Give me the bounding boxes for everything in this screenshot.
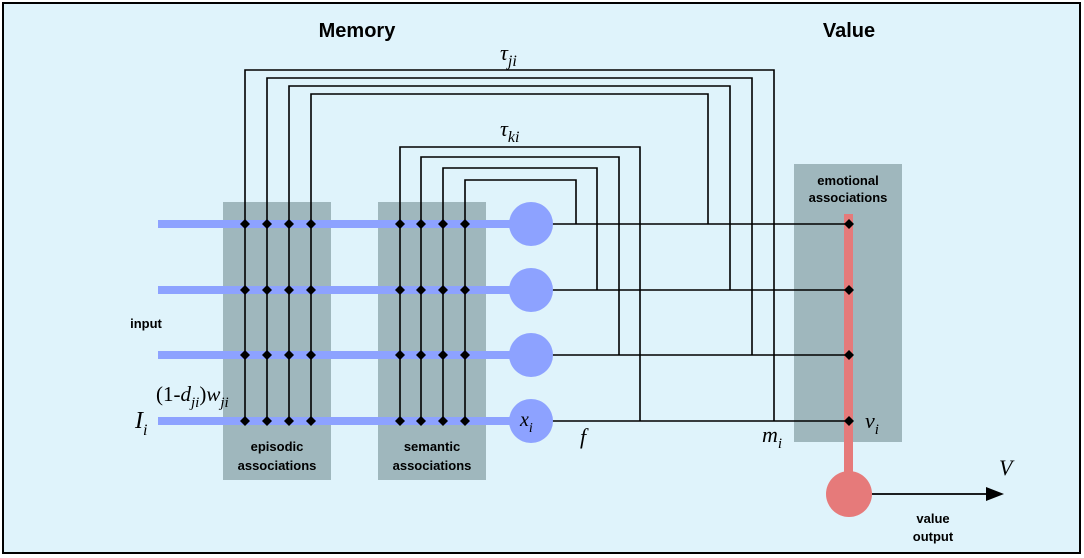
- junction-diamond: [438, 285, 448, 295]
- junction-diamond: [844, 219, 854, 229]
- junction-diamond: [416, 285, 426, 295]
- V-label: V: [999, 455, 1015, 480]
- junction-diamond: [395, 219, 405, 229]
- junction-diamond: [240, 285, 250, 295]
- junction-diamond: [306, 285, 316, 295]
- junction-diamond: [460, 285, 470, 295]
- episodic-caption-2: associations: [238, 458, 317, 473]
- junction-diamond: [395, 285, 405, 295]
- input-lines: [158, 220, 520, 425]
- semantic-panel: [378, 202, 486, 480]
- tau-ji-label: τji: [500, 40, 517, 70]
- node-x-label: xi: [519, 409, 533, 436]
- episodic-caption-1: episodic: [251, 439, 304, 454]
- input-label: input: [130, 316, 162, 331]
- memory-heading: Memory: [319, 20, 397, 42]
- value-output-caption-2: output: [913, 529, 954, 544]
- value-output-caption-1: value: [916, 511, 949, 526]
- junction-diamond: [284, 285, 294, 295]
- junction-diamond: [460, 416, 470, 426]
- junction-diamond: [460, 350, 470, 360]
- junction-diamond: [240, 350, 250, 360]
- tau-ki-loop: [399, 146, 641, 421]
- tau-ji-loop: [266, 77, 753, 421]
- neuron-node: [509, 268, 553, 312]
- junction-diamond: [284, 219, 294, 229]
- junction-diamond: [416, 350, 426, 360]
- junction-diamond: [844, 416, 854, 426]
- junction-diamond: [844, 285, 854, 295]
- value-output-node: [826, 471, 872, 517]
- junction-diamond: [416, 219, 426, 229]
- semantic-caption-1: semantic: [404, 439, 460, 454]
- junction-diamond: [395, 416, 405, 426]
- junction-diamond: [438, 350, 448, 360]
- tau-ki-label: τki: [500, 116, 519, 146]
- junction-diamond: [240, 219, 250, 229]
- value-heading: Value: [823, 20, 875, 42]
- junction-diamond: [262, 219, 272, 229]
- arrowhead-icon: [986, 487, 1004, 501]
- junction-diamond: [416, 416, 426, 426]
- semantic-caption-2: associations: [393, 458, 472, 473]
- junction-diamond: [262, 285, 272, 295]
- v-label: vi: [865, 408, 879, 438]
- m-label: mi: [762, 422, 782, 452]
- junction-diamond: [306, 350, 316, 360]
- junction-diamond: [395, 350, 405, 360]
- tau-ji-loop: [288, 85, 731, 421]
- junction-diamond: [438, 416, 448, 426]
- junction-diamond: [306, 416, 316, 426]
- weight-label: (1-dji)wji: [156, 382, 229, 411]
- junction-diamond: [284, 416, 294, 426]
- episodic-panel: [223, 202, 331, 480]
- junction-diamond: [284, 350, 294, 360]
- junction-diamond: [438, 219, 448, 229]
- neuron-node: [509, 202, 553, 246]
- tau-ki-loop: [464, 179, 577, 421]
- neuron-node: [509, 333, 553, 377]
- junction-diamond: [240, 416, 250, 426]
- junction-diamond: [306, 219, 316, 229]
- junction-diamond: [844, 350, 854, 360]
- junction-diamond: [262, 416, 272, 426]
- junction-diamond: [460, 219, 470, 229]
- f-label: f: [580, 424, 589, 449]
- tau-ji-loop: [310, 93, 709, 421]
- junction-diamond: [262, 350, 272, 360]
- neuron-node: [509, 399, 553, 443]
- emotional-caption-2: associations: [809, 190, 888, 205]
- tau-ji-loop: [244, 69, 775, 421]
- emotional-caption-1: emotional: [817, 173, 878, 188]
- input-symbol: Ii: [134, 408, 147, 439]
- junction-diamonds: [240, 219, 854, 426]
- neuron-nodes: [509, 202, 553, 443]
